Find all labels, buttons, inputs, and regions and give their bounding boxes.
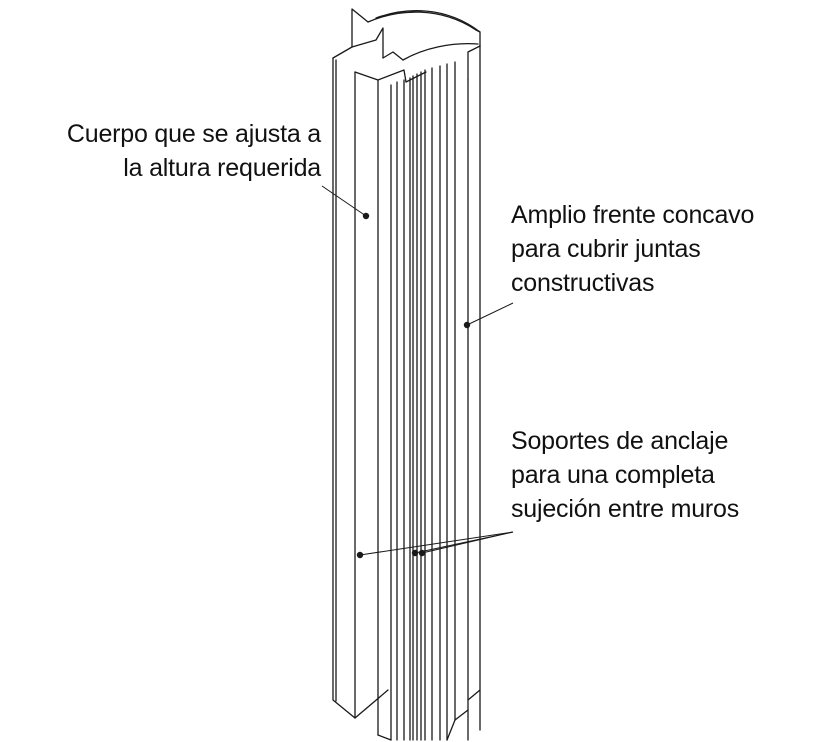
callout-body-line-2: la altura requerida <box>123 154 321 182</box>
leader-dots <box>356 212 471 559</box>
leader-lines <box>321 185 514 556</box>
leader-anchors-right <box>421 531 514 554</box>
leader-front <box>466 302 514 326</box>
callout-front-line-3: constructivas <box>511 269 655 297</box>
callout-body-label: Cuerpo que se ajusta a la altura requeri… <box>67 117 321 185</box>
dot-front <box>463 321 471 329</box>
dot-anchor-mid <box>411 549 419 557</box>
callout-anchors-label: Soportes de anclaje para una completa su… <box>511 424 739 526</box>
callout-anchors-line-2: para una completa <box>511 461 715 489</box>
callout-front-label: Amplio frente concavo para cubrir juntas… <box>511 198 754 300</box>
anchor-supports <box>390 63 448 741</box>
callout-front-line-1: Amplio frente concavo <box>511 201 755 229</box>
callout-anchors-line-3: sujeción entre muros <box>511 495 740 523</box>
aluminum-profile <box>332 8 481 741</box>
body-panel <box>332 57 389 736</box>
profile-bottom <box>377 719 456 741</box>
leader-anchors-left <box>359 531 514 556</box>
callout-body-line-1: Cuerpo que se ajusta a <box>66 120 321 148</box>
front-face <box>454 45 481 741</box>
dot-anchor-right <box>418 549 426 557</box>
profile-top <box>332 8 481 83</box>
leader-body <box>321 185 367 217</box>
callout-anchors-line-1: Soportes de anclaje <box>511 427 729 455</box>
callout-front-line-2: para cubrir juntas <box>511 235 701 263</box>
dot-body <box>362 212 370 220</box>
dot-anchor-left <box>356 551 364 559</box>
